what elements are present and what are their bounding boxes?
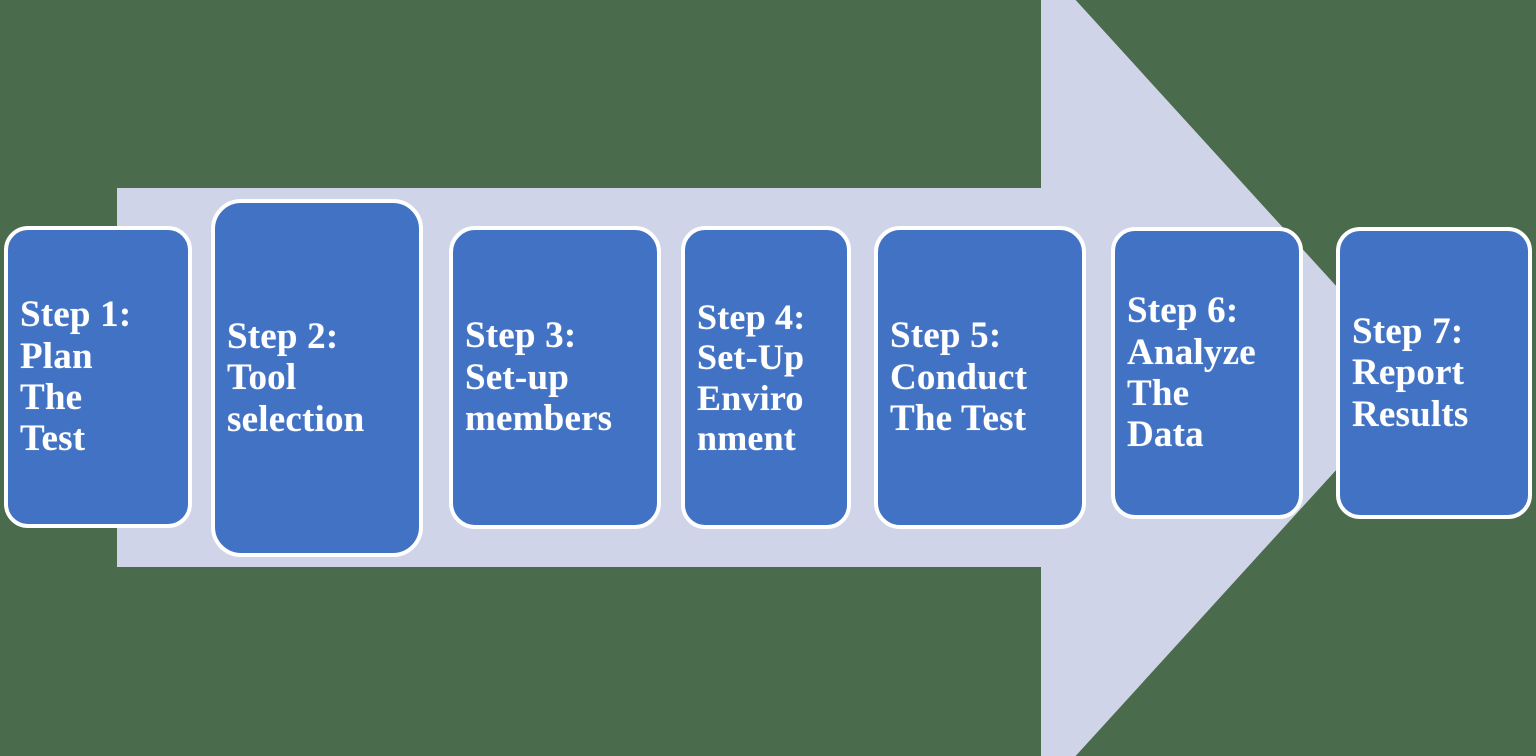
step-box-7[interactable]: Step 7: Report Results: [1336, 227, 1532, 519]
step-box-6[interactable]: Step 6: Analyze The Data: [1111, 227, 1303, 519]
step-label-1: Step 1: Plan The Test: [20, 294, 132, 460]
step-label-6: Step 6: Analyze The Data: [1127, 290, 1256, 456]
step-box-4[interactable]: Step 4: Set-Up Enviro nment: [681, 226, 851, 529]
step-box-2[interactable]: Step 2: Tool selection: [211, 199, 423, 557]
step-label-3: Step 3: Set-up members: [465, 315, 613, 440]
step-label-7: Step 7: Report Results: [1352, 310, 1469, 435]
step-label-2: Step 2: Tool selection: [227, 315, 365, 440]
step-label-4: Step 4: Set-Up Enviro nment: [697, 296, 806, 458]
step-label-5: Step 5: Conduct The Test: [890, 315, 1028, 440]
step-box-3[interactable]: Step 3: Set-up members: [449, 226, 661, 529]
step-box-5[interactable]: Step 5: Conduct The Test: [874, 226, 1086, 529]
step-box-1[interactable]: Step 1: Plan The Test: [4, 226, 192, 528]
